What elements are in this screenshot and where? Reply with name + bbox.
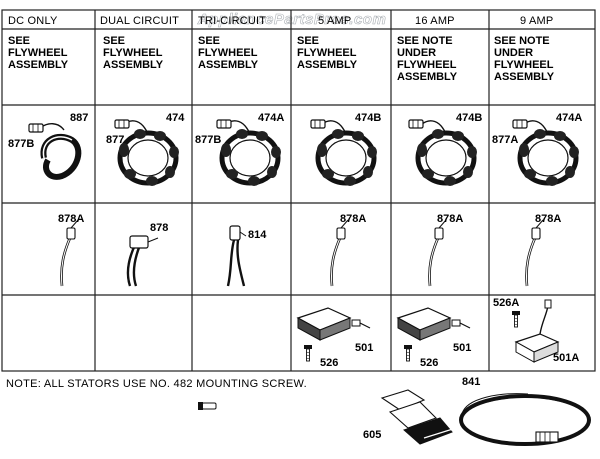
note-cell-tri-circuit: SEE FLYWHEEL ASSEMBLY — [198, 35, 259, 71]
stator-tri-circuit: 474A 877B — [195, 112, 284, 186]
part-887: 887 — [70, 112, 88, 124]
part-526-2: 526 — [420, 357, 438, 369]
note-line: UNDER — [397, 47, 436, 59]
note-line: SEE — [198, 35, 220, 47]
header-dual-circuit: DUAL CIRCUIT — [100, 15, 179, 27]
part-877a: 877A — [492, 134, 518, 146]
regulator-9-amp: 526A 501A — [493, 297, 579, 364]
note-line: SEE NOTE — [397, 35, 453, 47]
mounting-screw-note: NOTE: ALL STATORS USE NO. 482 MOUNTING S… — [6, 378, 307, 390]
table-grid — [1, 9, 596, 372]
stator-dual-circuit: 474 877 — [106, 112, 185, 186]
part-526a: 526A — [493, 297, 519, 309]
regulator-16-amp: 501 526 — [397, 307, 471, 369]
part-526: 526 — [320, 357, 338, 369]
note-cell-9-amp: SEE NOTE UNDER FLYWHEEL ASSEMBLY — [494, 35, 555, 83]
lead-tri-circuit: 814 — [226, 225, 267, 287]
lead-dc-only: 878A — [58, 213, 84, 288]
note-line: ASSEMBLY — [198, 59, 259, 71]
stator-9-amp: 474A 877A — [492, 112, 582, 186]
header-dc-only: DC ONLY — [8, 15, 58, 27]
band-clamp-841: 841 — [459, 376, 591, 446]
note-cell-dual-circuit: SEE FLYWHEEL ASSEMBLY — [103, 35, 164, 71]
lead-dual-circuit: 878 — [126, 222, 168, 287]
note-line: UNDER — [494, 47, 533, 59]
note-line: ASSEMBLY — [397, 71, 458, 83]
note-line: FLYWHEEL — [297, 47, 357, 59]
note-line: FLYWHEEL — [8, 47, 68, 59]
lead-9-amp: 878A — [525, 213, 561, 288]
header-9-amp: 9 AMP — [520, 15, 553, 27]
regulator-row: 501 526 501 526 526A 501A — [297, 297, 579, 369]
note-line: ASSEMBLY — [297, 59, 358, 71]
lead-16-amp: 878A — [428, 213, 463, 288]
note-line: SEE — [103, 35, 125, 47]
note-line: ASSEMBLY — [494, 71, 555, 83]
regulator-5-amp: 501 526 — [297, 307, 373, 369]
header-tri-circuit: TRI-CIRCUIT — [198, 15, 266, 27]
header-16-amp: 16 AMP — [415, 15, 455, 27]
lead-5-amp: 878A — [330, 213, 366, 288]
part-877: 877 — [106, 134, 124, 146]
part-878a: 878A — [58, 213, 84, 225]
part-501a: 501A — [553, 352, 579, 364]
note-line: FLYWHEEL — [198, 47, 258, 59]
part-878a-2: 878A — [340, 213, 366, 225]
stator-dc-only: 887 877B — [8, 112, 88, 180]
header-5-amp: 5 AMP — [318, 15, 351, 27]
part-501-2: 501 — [453, 342, 471, 354]
part-474a: 474A — [258, 112, 284, 124]
bracket-605: 605 — [363, 389, 457, 445]
lead-row: 878A 878 814 878A 878A 878A — [58, 213, 561, 288]
part-841: 841 — [462, 376, 480, 388]
part-474b-2: 474B — [456, 112, 482, 124]
note-line: SEE — [297, 35, 319, 47]
part-605: 605 — [363, 429, 381, 441]
stator-5-amp: 474B — [310, 112, 381, 186]
mounting-screw-icon — [198, 402, 217, 410]
note-cell-16-amp: SEE NOTE UNDER FLYWHEEL ASSEMBLY — [397, 35, 458, 83]
note-line: SEE NOTE — [494, 35, 550, 47]
part-474b: 474B — [355, 112, 381, 124]
note-line: SEE — [8, 35, 30, 47]
note-line: ASSEMBLY — [103, 59, 164, 71]
stator-row: 887 877B 474 877 474A 877B 474B 47 — [8, 112, 582, 186]
note-line: FLYWHEEL — [103, 47, 163, 59]
part-878a-4: 878A — [535, 213, 561, 225]
note-cell-5-amp: SEE FLYWHEEL ASSEMBLY — [297, 35, 358, 71]
note-line: FLYWHEEL — [494, 59, 554, 71]
part-877b: 877B — [8, 138, 34, 150]
part-814: 814 — [248, 229, 267, 241]
part-877b-2: 877B — [195, 134, 221, 146]
part-878: 878 — [150, 222, 168, 234]
part-878a-3: 878A — [437, 213, 463, 225]
notes-row: SEE FLYWHEEL ASSEMBLY SEE FLYWHEEL ASSEM… — [8, 35, 555, 83]
part-501: 501 — [355, 342, 373, 354]
note-line: FLYWHEEL — [397, 59, 457, 71]
note-line: ASSEMBLY — [8, 59, 69, 71]
stator-16-amp: 474B — [408, 112, 482, 186]
part-474a-2: 474A — [556, 112, 582, 124]
part-474: 474 — [166, 112, 185, 124]
column-headers: DC ONLY DUAL CIRCUIT TRI-CIRCUIT 5 AMP 1… — [8, 15, 553, 27]
footer-area: NOTE: ALL STATORS USE NO. 482 MOUNTING S… — [6, 376, 591, 446]
note-cell-dc-only: SEE FLYWHEEL ASSEMBLY — [8, 35, 69, 71]
